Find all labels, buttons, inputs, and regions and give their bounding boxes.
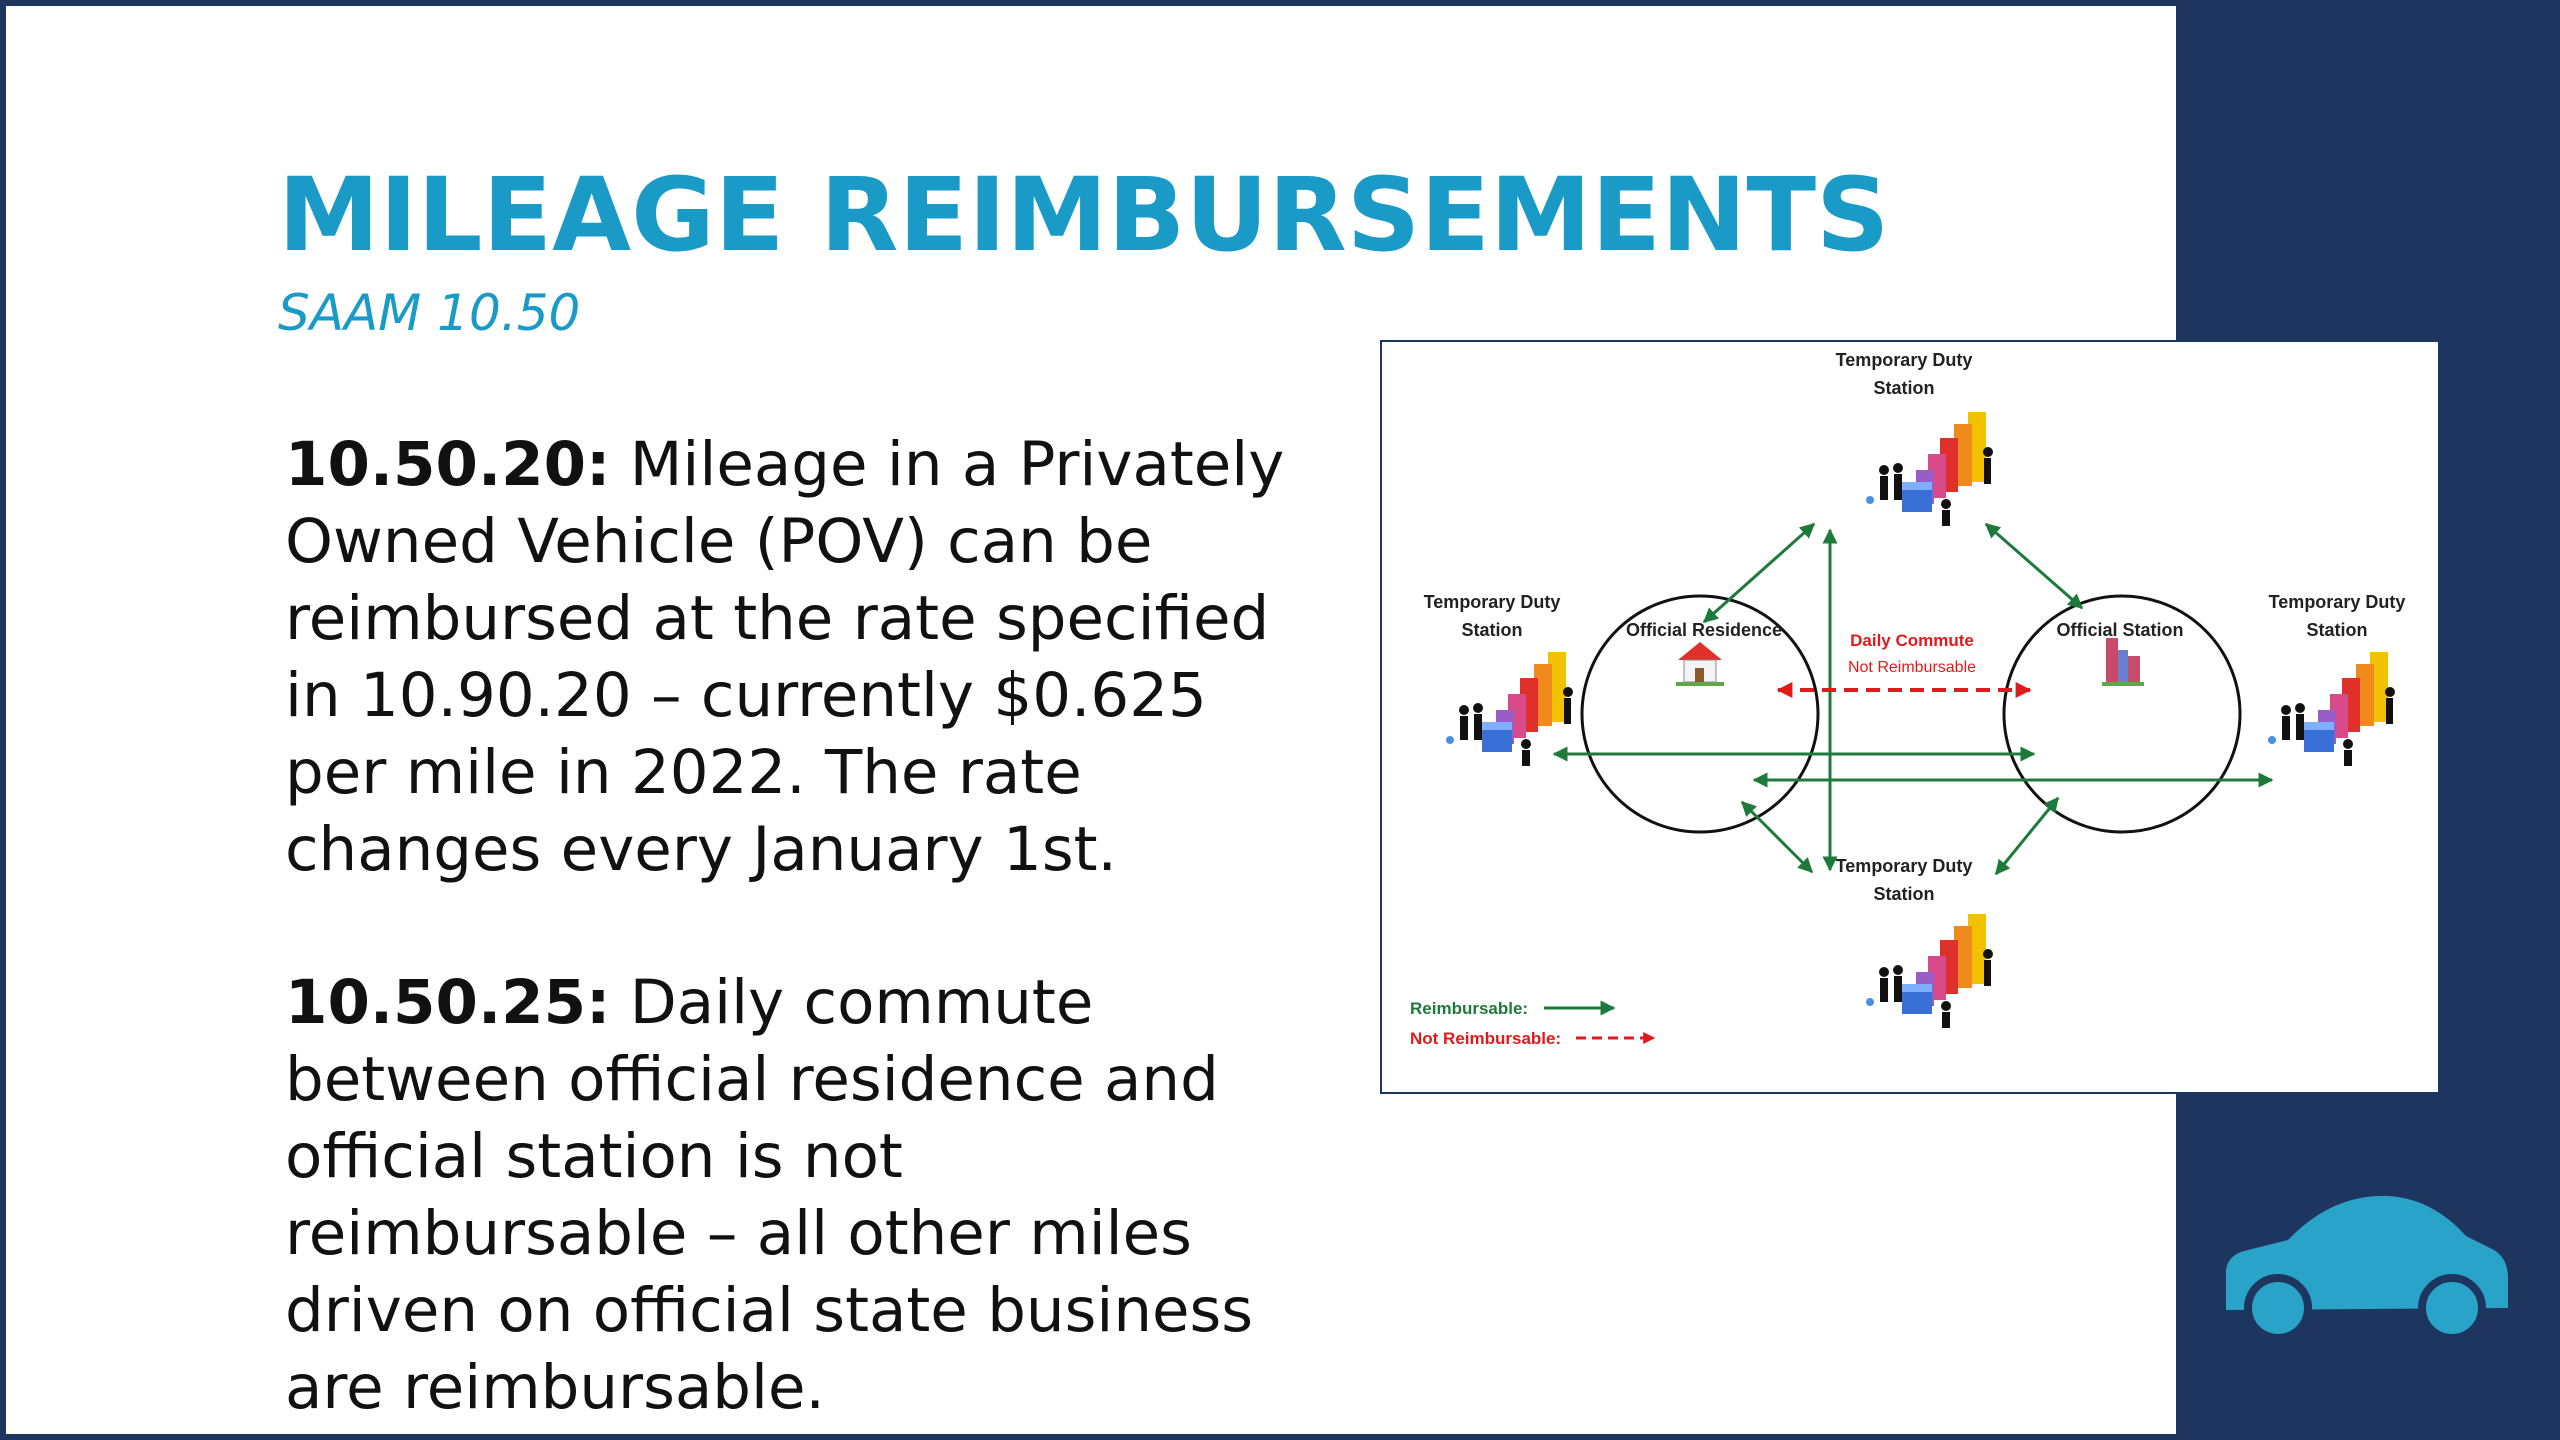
business-people-blocks-icon [2268, 652, 2395, 766]
tds-left-label-2: Station [1462, 620, 1523, 640]
daily-commute-label: Daily Commute [1850, 631, 1974, 650]
paragraph-10-50-25: 10.50.25: Daily commute between official… [285, 964, 1285, 1426]
business-people-blocks-icon [1866, 914, 1993, 1028]
tds-right-label-1: Temporary Duty [2269, 592, 2406, 612]
business-people-blocks-icon [1446, 652, 1573, 766]
mileage-diagram: Temporary Duty Station Temporary Duty St… [1380, 340, 2440, 1094]
paragraph-ref: 10.50.20: [285, 429, 611, 500]
tds-top-label-2: Station [1874, 378, 1935, 398]
paragraph-10-50-20: 10.50.20: Mileage in a Privately Owned V… [285, 426, 1285, 888]
tds-left-label-1: Temporary Duty [1424, 592, 1561, 612]
office-building-icon [2102, 638, 2144, 686]
paragraph-text: Mileage in a Privately Owned Vehicle (PO… [285, 429, 1285, 885]
legend-reimbursable: Reimbursable: [1410, 999, 1528, 1018]
slide-title: MILEAGE REIMBURSEMENTS [278, 156, 1890, 275]
legend-not-reimbursable: Not Reimbursable: [1410, 1029, 1561, 1048]
business-people-blocks-icon [1866, 412, 1993, 526]
not-reimbursable-sublabel: Not Reimbursable [1848, 659, 1976, 676]
car-icon [2218, 1190, 2514, 1344]
paragraph-ref: 10.50.25: [285, 967, 611, 1038]
tds-top-label-1: Temporary Duty [1836, 350, 1973, 370]
house-icon [1676, 642, 1724, 686]
slide-subtitle: SAAM 10.50 [278, 284, 581, 342]
official-residence-label: Official Residence [1626, 620, 1782, 640]
tds-bottom-label-2: Station [1874, 884, 1935, 904]
official-station-label: Official Station [2056, 620, 2183, 640]
paragraph-text: Daily commute between official residence… [285, 967, 1254, 1423]
official-station-circle [2002, 594, 2242, 834]
tds-right-label-2: Station [2307, 620, 2368, 640]
official-residence-circle [1580, 594, 1820, 834]
tds-bottom-label-1: Temporary Duty [1836, 856, 1973, 876]
